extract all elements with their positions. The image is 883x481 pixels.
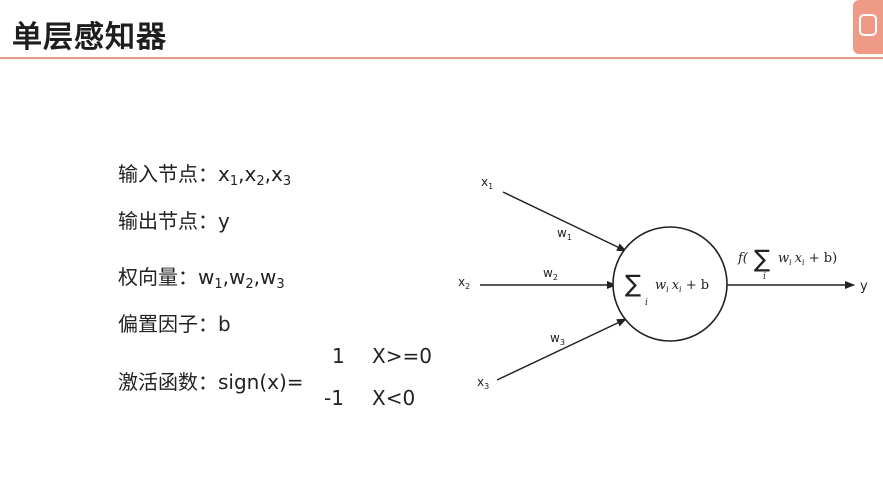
weight-label-3: w3 (550, 331, 565, 347)
neuron-sum-index: i (645, 298, 648, 308)
definition-activation: 激活函数：sign(x)= 1 X>=0 -1 X<0 (118, 342, 458, 414)
weight-subscript: 1 (214, 277, 223, 292)
definition-label: 输出节点： (118, 209, 218, 233)
corner-badge (853, 0, 883, 54)
input-node-label-3: x3 (477, 375, 489, 391)
activation-label: 激活函数：sign(x)= (118, 370, 304, 394)
input-node-label-2: x2 (458, 275, 470, 291)
definition-output: 输出节点：y (118, 205, 230, 234)
input-symbol: x (218, 162, 230, 186)
input-edge-1 (502, 191, 627, 252)
neuron-node (612, 226, 728, 342)
weight-symbol: w (260, 265, 277, 289)
input-node-label-1: x1 (481, 175, 493, 191)
definition-bias: 偏置因子：b (118, 308, 231, 337)
input-subscript: 2 (256, 174, 265, 189)
case-condition: X<0 (372, 386, 416, 410)
input-symbol: x (244, 162, 257, 186)
definition-value: b (218, 312, 231, 336)
output-node-label: y (860, 279, 868, 294)
case-condition: X>=0 (372, 344, 432, 368)
case-value: 1 (332, 344, 345, 368)
input-subscript: 3 (282, 174, 292, 189)
logo-icon (859, 14, 877, 36)
weight-label-2: w2 (543, 266, 558, 282)
definition-weights: 权向量：w1,w2,w3 (118, 265, 285, 292)
page-title: 单层感知器 (12, 20, 167, 55)
definition-label: 权向量： (118, 265, 198, 289)
weight-subscript: 2 (245, 277, 254, 292)
definition-value: y (218, 209, 230, 233)
definition-label: 输入节点： (118, 162, 218, 186)
definition-inputs: 输入节点：x1,x2,x3 (118, 162, 292, 189)
neuron-sum-symbol: ∑ (625, 270, 641, 298)
input-edge-3 (496, 318, 627, 381)
weight-symbol: w (198, 265, 215, 289)
input-symbol: x (270, 162, 283, 186)
case-value: -1 (324, 386, 344, 410)
header-divider (0, 57, 883, 59)
output-sum-index: i (763, 272, 766, 282)
output-sum-symbol: ∑ (754, 245, 770, 273)
weight-symbol: w (229, 265, 246, 289)
weight-label-1: w1 (557, 226, 572, 242)
weight-subscript: 3 (276, 277, 285, 292)
definition-label: 偏置因子： (118, 312, 218, 336)
output-formula-prefix: f( (737, 251, 749, 266)
input-subscript: 1 (229, 174, 239, 189)
